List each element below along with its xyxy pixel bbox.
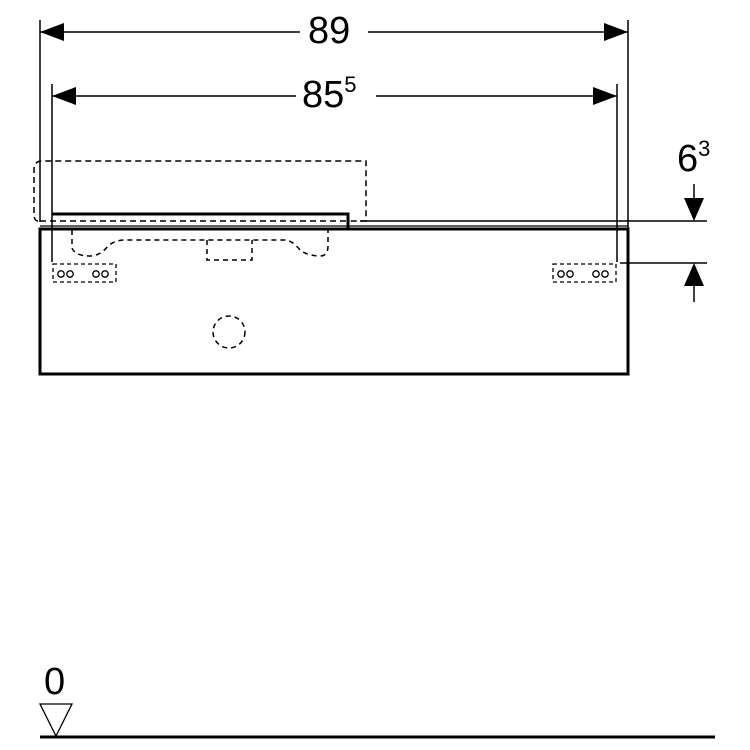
extension-lines [39, 20, 707, 264]
dimension-line-inner-width [52, 87, 617, 105]
dimension-value: 85 [302, 74, 345, 116]
washbasin-outline [33, 160, 367, 222]
dimension-label-overall-width: 89 [306, 10, 353, 52]
arrow-right-icon [604, 23, 628, 41]
arrow-left-icon [40, 23, 64, 41]
mounting-bracket-left [52, 263, 117, 283]
dimension-line-overall-width [40, 23, 628, 41]
arrow-left-icon [52, 87, 76, 105]
dimension-label-inner-width: 855 [300, 74, 359, 116]
triangle-down-icon [38, 703, 74, 738]
arrow-up-icon [684, 263, 704, 286]
dimension-label-top-offset: 63 [677, 138, 711, 180]
countertop [52, 212, 350, 228]
dimension-superscript: 3 [698, 136, 711, 161]
arrow-right-icon [593, 87, 617, 105]
dimension-line-top-offset [684, 184, 704, 302]
mounting-bracket-right [552, 263, 617, 283]
drain-hole-outline [212, 315, 246, 349]
dimension-value: 89 [308, 10, 351, 52]
floor-reference [38, 703, 715, 739]
siphon-cutout-outline [71, 230, 329, 261]
dimension-value: 6 [677, 138, 699, 180]
arrow-down-icon [684, 198, 704, 221]
cabinet-body [38, 225, 630, 376]
floor-level-label: 0 [44, 661, 66, 703]
dimension-superscript: 5 [344, 72, 357, 97]
